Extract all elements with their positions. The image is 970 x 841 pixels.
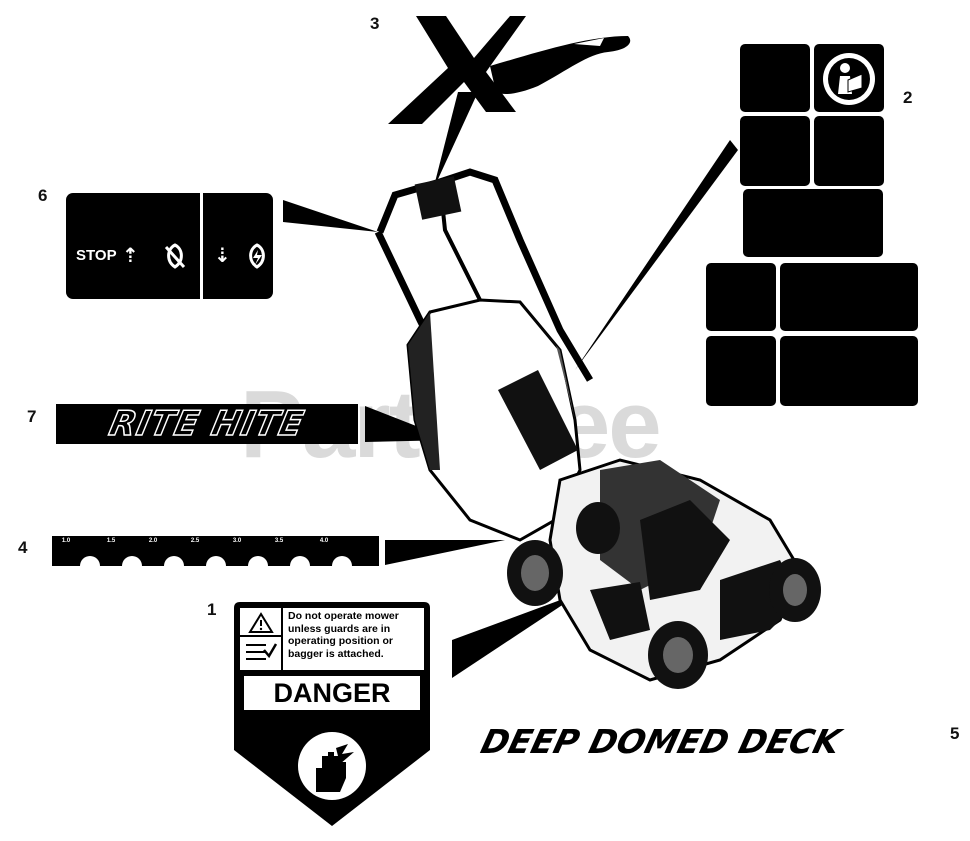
arrow-up-icon: ⇡ bbox=[122, 245, 139, 267]
stop-label: STOP bbox=[76, 247, 117, 264]
danger-signal-word: DANGER bbox=[273, 678, 391, 708]
callout-3: 3 bbox=[370, 14, 380, 33]
instruction-block bbox=[814, 116, 884, 186]
deep-domed-deck-decal: DEEP DOMED DECK bbox=[477, 722, 845, 761]
instruction-block bbox=[706, 263, 776, 331]
height-tick: 1.0 bbox=[61, 538, 71, 544]
callout-2: 2 bbox=[903, 88, 913, 107]
instruction-block bbox=[780, 263, 918, 331]
rite-hite-text: RITE HITE bbox=[105, 403, 309, 445]
callout-6: 6 bbox=[38, 186, 48, 205]
arrow-down-icon: ⇣ bbox=[214, 245, 231, 267]
height-tick: 4.0 bbox=[319, 538, 329, 544]
callout-1: 1 bbox=[207, 600, 217, 619]
danger-warning-text: Do not operate mower unless guards are i… bbox=[288, 610, 399, 660]
stop-run-decal: STOP ⇡ ⇣ bbox=[66, 193, 273, 299]
instruction-block bbox=[743, 189, 883, 257]
instruction-block bbox=[740, 44, 810, 112]
callout-7: 7 bbox=[27, 407, 37, 426]
height-tick: 3.0 bbox=[232, 538, 242, 544]
callout-4: 4 bbox=[18, 538, 28, 557]
hand-hazard-icon bbox=[316, 744, 354, 792]
height-tick: 2.0 bbox=[148, 538, 158, 544]
instruction-block bbox=[706, 336, 776, 406]
height-scale-decal: 1.0 1.5 2.0 2.5 3.0 3.5 4.0 bbox=[52, 536, 379, 566]
pointer-4 bbox=[385, 540, 505, 565]
height-tick: 1.5 bbox=[106, 538, 116, 544]
danger-decal: Do not operate mower unless guards are i… bbox=[232, 600, 432, 828]
x-logo-icon bbox=[388, 16, 631, 124]
warning-triangle-icon bbox=[248, 612, 274, 633]
rite-hite-decal: RITE HITE bbox=[56, 403, 358, 445]
engine-run-icon bbox=[249, 243, 265, 269]
read-manual-icon bbox=[823, 53, 875, 105]
height-tick: 3.5 bbox=[274, 538, 284, 544]
pointer-6 bbox=[283, 200, 378, 232]
read-manual-block bbox=[814, 44, 884, 112]
decal-divider bbox=[200, 193, 203, 299]
callout-5: 5 bbox=[950, 724, 960, 743]
height-tick: 2.5 bbox=[190, 538, 200, 544]
instruction-block bbox=[780, 336, 918, 406]
height-scale-shape bbox=[52, 536, 379, 566]
pointer-3 bbox=[433, 92, 478, 190]
engine-off-icon bbox=[164, 243, 186, 269]
instruction-block bbox=[740, 116, 810, 186]
pointer-2 bbox=[575, 140, 738, 370]
pointer-1 bbox=[452, 592, 582, 678]
checklist-icon bbox=[246, 643, 278, 660]
